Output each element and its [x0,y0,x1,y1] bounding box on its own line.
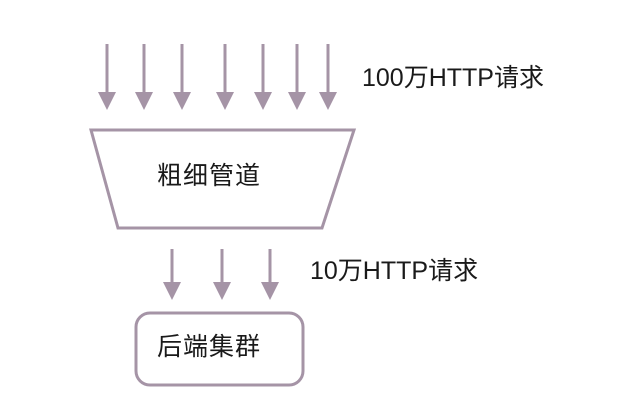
arrow-down-icon [319,44,337,110]
arrow-down-icon [173,44,191,110]
arrow-down-icon [163,249,181,300]
bottom-traffic-label: 10万HTTP请求 [310,257,479,285]
funnel-label: 粗细管道 [157,162,262,190]
bottom-arrow-group [163,249,279,300]
arrow-down-icon [135,44,153,110]
arrow-down-icon [288,44,306,110]
arrow-down-icon [213,249,231,300]
arrow-down-icon [216,44,234,110]
arrow-down-icon [261,249,279,300]
backend-cluster-box [134,311,305,387]
top-arrow-group [98,44,337,110]
trapezoid-funnel-shape [89,128,357,230]
arrow-down-icon [98,44,116,110]
top-traffic-label: 100万HTTP请求 [362,64,544,92]
arrow-down-icon [254,44,272,110]
backend-cluster-label: 后端集群 [157,333,262,361]
